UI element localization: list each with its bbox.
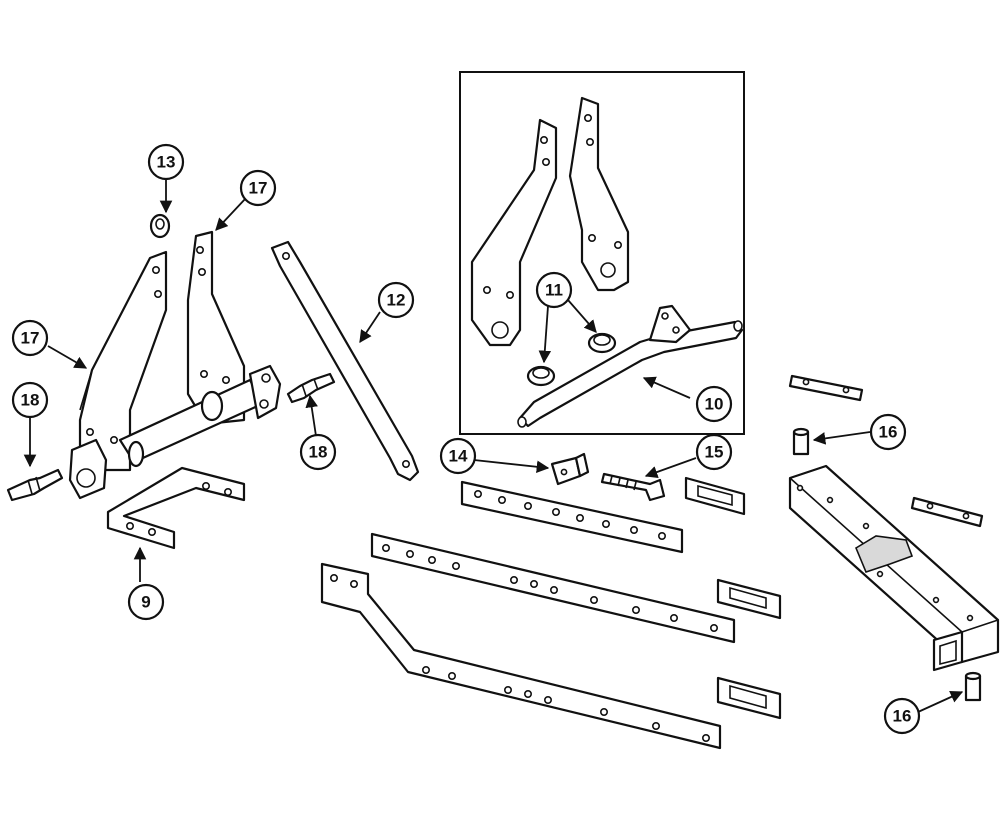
clip-11-left <box>526 365 556 387</box>
callout-9: 9 <box>127 583 165 621</box>
inset-bracket-left <box>470 118 558 347</box>
pin-18-left <box>6 468 64 502</box>
cross-tube <box>68 364 282 500</box>
bar-long <box>370 532 736 644</box>
inset-bracket-right <box>568 96 630 292</box>
callout-12-label: 12 <box>387 291 406 310</box>
leader-lines <box>23 180 964 713</box>
bolt-15 <box>600 472 666 502</box>
callout-15: 15 <box>695 433 733 471</box>
clamp-plate-3 <box>716 676 782 720</box>
pin-18-right <box>286 372 336 404</box>
u-bracket-9 <box>106 466 246 550</box>
callout-11-label: 11 <box>545 281 563 300</box>
callout-18-left: 18 <box>11 381 49 419</box>
callout-17-upper: 17 <box>239 169 277 207</box>
mast-17-left <box>78 250 168 472</box>
bushing-13 <box>149 213 171 239</box>
callout-17-left: 17 <box>11 319 49 357</box>
callout-17-left-label: 17 <box>21 329 40 348</box>
mast-17-right <box>186 230 246 426</box>
callout-14: 14 <box>439 437 477 475</box>
inset-frame <box>459 71 745 435</box>
bushing-16-upper <box>792 427 810 456</box>
clamp-plate-2 <box>716 578 782 620</box>
callout-16-lower-label: 16 <box>893 707 912 726</box>
clamp-plate-1 <box>684 476 746 516</box>
callout-18-left-label: 18 <box>21 391 40 410</box>
callout-11: 11 <box>535 271 573 309</box>
callout-12: 12 <box>377 281 415 319</box>
bar-short <box>460 480 684 554</box>
strap-right <box>910 496 984 528</box>
cross-shaft-10 <box>517 304 744 428</box>
callout-9-label: 9 <box>141 593 150 612</box>
brace-12 <box>270 240 420 482</box>
callout-13: 13 <box>147 143 185 181</box>
square-tube <box>788 464 1000 672</box>
callout-10-label: 10 <box>705 395 724 414</box>
callout-16-lower: 16 <box>883 697 921 735</box>
bracket-14 <box>550 452 590 486</box>
callout-17-upper-label: 17 <box>249 179 268 198</box>
callout-18-right: 18 <box>299 433 337 471</box>
clip-11-right <box>587 332 617 354</box>
callout-13-label: 13 <box>157 153 176 172</box>
callout-16-upper-label: 16 <box>879 423 898 442</box>
callout-18-right-label: 18 <box>309 443 328 462</box>
bar-offset <box>320 562 722 750</box>
callout-10: 10 <box>695 385 733 423</box>
callout-16-upper: 16 <box>869 413 907 451</box>
bushing-16-lower <box>964 671 982 702</box>
callout-14-label: 14 <box>449 447 468 466</box>
callout-15-label: 15 <box>705 443 724 462</box>
strap-top <box>788 374 864 402</box>
